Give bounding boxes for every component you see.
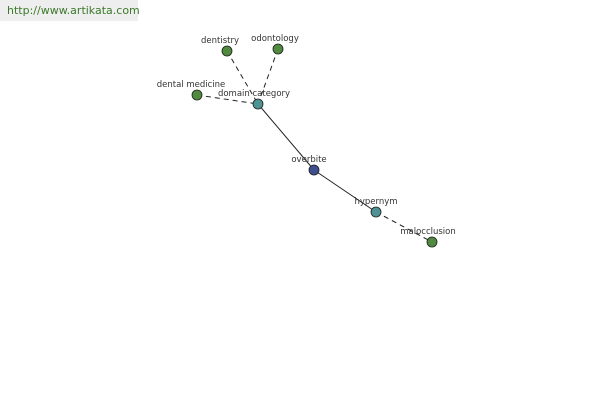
edge-hypernym-malocclusion (375, 211, 433, 243)
node-label-overbite: overbite (291, 155, 326, 165)
node-malocclusion[interactable] (426, 236, 438, 248)
node-overbite[interactable] (308, 164, 320, 176)
node-label-dental-medicine: dental medicine (157, 80, 226, 90)
node-domain-category[interactable] (252, 98, 264, 110)
graph-nodes (191, 43, 438, 248)
node-label-hypernym: hypernym (354, 197, 397, 207)
graph-labels: dentistry odontology dental medicinedomain… (157, 34, 456, 237)
edge-overbite-hypernym (313, 169, 377, 213)
node-label-malocclusion: malocclusion (400, 227, 456, 237)
node-label-dentistry: dentistry (201, 36, 239, 46)
node-odontology[interactable] (272, 43, 284, 55)
watermark-url: http://www.artikata.com (0, 0, 140, 21)
edge-dentistry-domain-category (226, 50, 259, 105)
edge-dental-medicine-domain-category (196, 94, 259, 105)
node-dental-medicine[interactable] (191, 89, 203, 101)
node-label-odontology: odontology (251, 34, 299, 44)
node-hypernym[interactable] (370, 206, 382, 218)
node-label-domain-category: domain category (218, 89, 290, 99)
graph-edges (196, 48, 433, 243)
node-dentistry[interactable] (221, 45, 233, 57)
edge-odontology-domain-category (257, 48, 279, 105)
edge-domain-category-overbite (257, 103, 315, 171)
